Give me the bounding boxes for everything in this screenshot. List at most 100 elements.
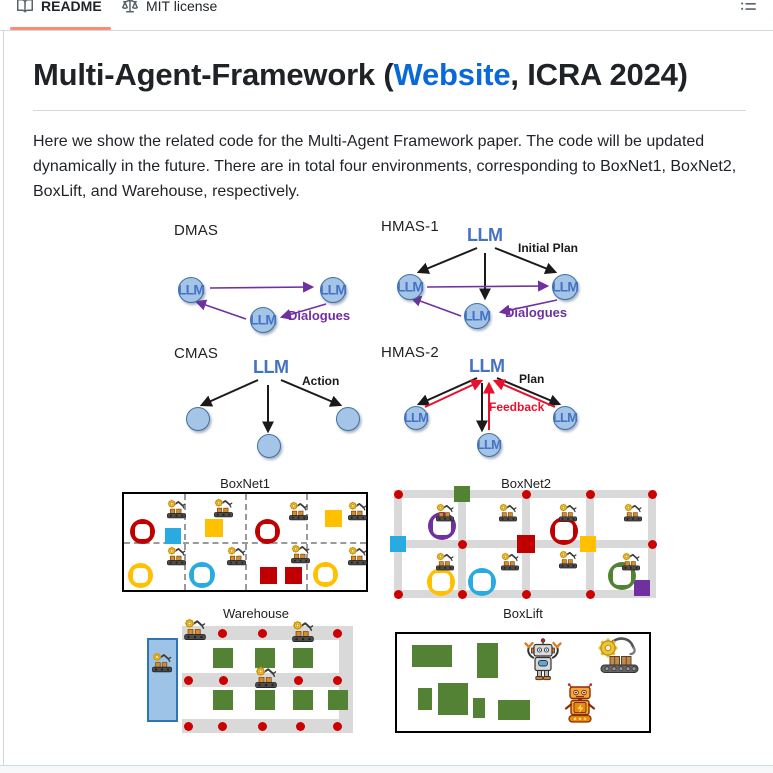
node-dot — [457, 589, 467, 599]
robot-arm-icon — [166, 546, 187, 567]
node-dot — [521, 489, 531, 499]
node-dot — [457, 539, 467, 549]
shelf-green — [293, 690, 313, 710]
goal-ring-cyan — [468, 568, 496, 596]
waypoint-dot — [332, 675, 342, 685]
llm-node-circle — [552, 274, 578, 300]
aisle-bar — [182, 719, 353, 733]
lift-box-green — [418, 688, 432, 710]
agent-node-circle — [257, 434, 281, 458]
loading-station — [147, 638, 178, 722]
shelf-green — [328, 690, 348, 710]
llm-node-label: LLM — [396, 278, 424, 295]
box-cyan — [390, 536, 406, 552]
llm-node: LLM — [551, 274, 579, 300]
initial-plan-label: Initial Plan — [518, 241, 579, 255]
llm-node-circle — [320, 277, 346, 303]
llm-node-label: LLM — [319, 281, 347, 298]
page-title: Multi-Agent-Framework (Website, ICRA 202… — [33, 57, 763, 93]
boxnet2-caption: BoxNet2 — [501, 476, 551, 491]
robot-arm-icon — [254, 666, 278, 690]
hmas2-title: HMAS-2 — [381, 344, 439, 361]
goal-ring-yellow — [427, 568, 455, 596]
shelf-green — [213, 648, 233, 668]
lift-box-green — [498, 700, 530, 720]
llm-node-label: LLM — [249, 311, 277, 328]
robot-arm-icon — [435, 552, 455, 572]
boxnet1-board — [122, 492, 368, 592]
list-unordered-icon — [741, 2, 756, 10]
cmas-diagram[interactable]: CMAS LLM Action — [168, 345, 373, 467]
page-bottom-strip — [0, 765, 773, 773]
robot-arm-icon — [498, 503, 518, 523]
law-icon — [122, 0, 138, 13]
website-link[interactable]: Website — [393, 57, 511, 92]
title-text-before: Multi-Agent-Framework ( — [33, 57, 394, 92]
llm-node-label: LLM — [551, 278, 579, 295]
boxlift-figure[interactable]: BoxLift — [392, 606, 654, 739]
outline-button[interactable] — [740, 0, 757, 12]
robot-arm-icon — [166, 499, 187, 520]
tab-license[interactable]: MIT license — [122, 0, 217, 14]
plan-label: Plan — [519, 372, 545, 386]
node-dot — [521, 589, 531, 599]
agent-node-circle — [186, 407, 210, 431]
boxnet2-grid — [390, 486, 658, 602]
llm-node: LLM — [396, 274, 424, 300]
paragraph-line: Here we show the related code for the Mu… — [33, 133, 705, 150]
waypoint-dot — [183, 721, 193, 731]
llm-node-label: LLM — [463, 307, 491, 324]
llm-node-circle — [553, 406, 577, 430]
llm-node: LLM — [319, 277, 347, 303]
node-dot — [647, 489, 657, 499]
paragraph-line: BoxLift, and Warehouse, respectively. — [33, 183, 300, 200]
shelf-green — [255, 690, 275, 710]
action-label: Action — [302, 374, 340, 388]
tab-license-label: MIT license — [146, 0, 218, 14]
hmas2-arrows — [416, 377, 562, 433]
active-tab-indicator — [10, 27, 111, 30]
robot-arm-icon — [291, 620, 315, 644]
robot-arm-icon — [290, 544, 311, 565]
waypoint-dot — [218, 675, 228, 685]
warehouse-figure[interactable]: Warehouse — [145, 606, 367, 739]
gear-arm-machine-icon — [597, 635, 641, 679]
goal-ring-red — [255, 519, 280, 544]
orange-robot-icon — [563, 682, 597, 724]
robot-arm-icon — [213, 498, 234, 519]
goal-ring-yellow — [313, 562, 338, 587]
robot-arm-icon — [558, 550, 578, 570]
waypoint-dot — [183, 675, 193, 685]
llm-node-label: LLM — [552, 409, 578, 425]
boxnet2-figure[interactable]: BoxNet2 — [390, 476, 658, 602]
llm-node: LLM — [552, 406, 578, 430]
llm-node-circle — [464, 303, 490, 329]
boxnet1-figure[interactable]: BoxNet1 — [122, 476, 368, 594]
robot-arm-icon — [347, 501, 368, 522]
llm-node: LLM — [463, 303, 491, 329]
box-yellow — [325, 510, 342, 527]
dialogues-label: Dialogues — [505, 305, 568, 320]
hmas1-diagram[interactable]: HMAS-1 LLM Initial Plan LLM LLM LLM Dial… — [381, 217, 591, 338]
agent-node — [257, 434, 281, 458]
robot-arm-icon — [500, 552, 520, 572]
box-red — [285, 567, 302, 584]
robot-arm-icon — [435, 503, 455, 523]
dmas-title: DMAS — [174, 222, 219, 239]
goal-ring-yellow — [128, 563, 153, 588]
robot-arm-icon — [151, 652, 173, 674]
box-green — [454, 486, 470, 502]
llm-central-label: LLM — [469, 356, 505, 376]
hmas2-diagram[interactable]: HMAS-2 LLM Plan Feedback LLM LLM LLM — [381, 343, 593, 468]
robot-arm-icon — [623, 503, 643, 523]
robot-arm-icon — [558, 503, 578, 523]
claw-robot-icon — [522, 637, 564, 681]
tab-readme[interactable]: README — [17, 0, 102, 14]
robot-arm-icon — [288, 501, 309, 522]
cmas-title: CMAS — [174, 345, 219, 362]
shelf-green — [213, 690, 233, 710]
dmas-diagram[interactable]: DMAS LLM LLM LLM Dialogues — [168, 222, 373, 340]
feedback-label: Feedback — [489, 400, 545, 414]
node-dot — [393, 589, 403, 599]
robot-arm-icon — [226, 546, 247, 567]
